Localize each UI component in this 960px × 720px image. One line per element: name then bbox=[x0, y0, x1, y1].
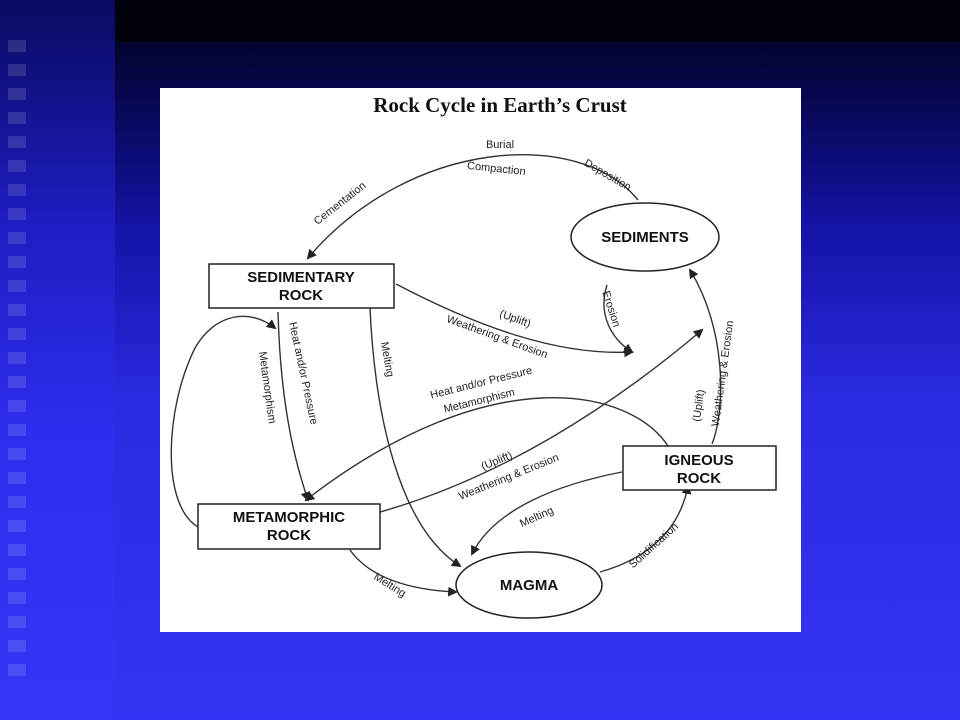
magma-node: MAGMA bbox=[455, 551, 603, 619]
deposition-label: Deposition bbox=[582, 157, 633, 193]
sed-melting-arc bbox=[369, 307, 462, 568]
magma-label: MAGMA bbox=[500, 577, 558, 594]
melting-label-igneous: Melting bbox=[518, 505, 555, 530]
weathering-erosion-label-1: Weathering & Erosion bbox=[445, 313, 549, 361]
ign-to-meta-arc bbox=[304, 397, 669, 502]
diagram-title: Rock Cycle in Earth’s Crust bbox=[373, 93, 627, 117]
erosion-arc bbox=[603, 284, 634, 354]
ign-weathering-arc bbox=[688, 268, 722, 445]
metamorphic-label-line2: ROCK bbox=[267, 527, 311, 544]
rock-cycle-diagram: Rock Cycle in Earth’s Crust SEDIMENTS bbox=[160, 88, 801, 632]
sed-weathering-arc bbox=[395, 283, 634, 358]
sedimentary-label-line1: SEDIMENTARY bbox=[247, 269, 355, 286]
uplift-label-3: (Uplift) bbox=[691, 389, 707, 423]
weathering-erosion-label-3: Weathering & Erosion bbox=[710, 320, 737, 427]
deposition-arc bbox=[306, 154, 639, 260]
cementation-label: Cementation bbox=[312, 180, 369, 228]
meta-weathering-arc bbox=[379, 328, 704, 513]
metamorphic-rock-node: METAMORPHIC ROCK bbox=[197, 503, 381, 550]
metamorphism-label-left: Metamorphism bbox=[256, 351, 278, 425]
sedimentary-rock-node: SEDIMENTARY ROCK bbox=[208, 263, 395, 309]
ign-melting-arc bbox=[471, 471, 623, 556]
melting-label-meta: Melting bbox=[371, 571, 407, 600]
uplift-label-1: (Uplift) bbox=[498, 308, 533, 330]
compaction-label: Compaction bbox=[466, 160, 526, 178]
solidification-label: Solidification bbox=[627, 521, 681, 571]
igneous-rock-node: IGNEOUS ROCK bbox=[622, 445, 777, 491]
decorative-squares bbox=[8, 40, 26, 680]
solidification-arc bbox=[599, 484, 692, 573]
uplift-label-2: (Uplift) bbox=[480, 450, 515, 473]
sed-to-meta-arc bbox=[277, 311, 311, 502]
erosion-label: Erosion bbox=[599, 289, 622, 328]
sediments-node: SEDIMENTS bbox=[570, 202, 720, 272]
melting-label-sed: Melting bbox=[378, 341, 396, 378]
sedimentary-label-line2: ROCK bbox=[279, 287, 323, 304]
igneous-label-line1: IGNEOUS bbox=[664, 452, 733, 469]
metamorphic-label-line1: METAMORPHIC bbox=[233, 509, 345, 526]
meta-to-sed-loop-arc bbox=[170, 315, 277, 529]
igneous-label-line2: ROCK bbox=[677, 470, 721, 487]
burial-label: Burial bbox=[486, 139, 514, 151]
diagram-canvas: Rock Cycle in Earth’s Crust SEDIMENTS bbox=[170, 93, 777, 619]
left-decorative-strip bbox=[0, 0, 115, 720]
meta-melting-arc bbox=[349, 549, 458, 597]
top-dark-bar bbox=[115, 0, 960, 42]
heat-pressure-label-left: Heat and/or Pressure bbox=[286, 321, 319, 426]
sediments-label: SEDIMENTS bbox=[601, 229, 689, 246]
